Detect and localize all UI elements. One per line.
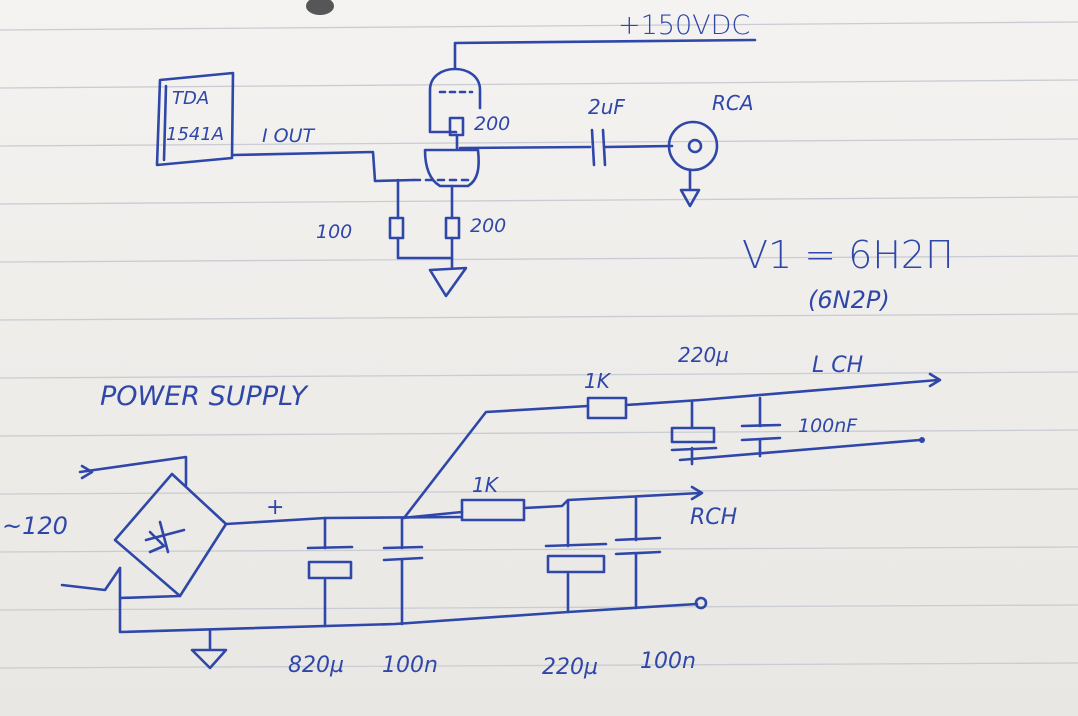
mains-label: ~120: [2, 512, 68, 540]
amplifier-stage: TDA 1541A I OUT +150VDC 200 2uF RCA: [155, 10, 954, 314]
cap-220-right-label: 220µ: [542, 655, 598, 680]
cap-220-right-plate-top: [544, 542, 608, 548]
plus-mark: +: [266, 495, 284, 520]
rca-connector-outer: [667, 120, 719, 172]
power-supply-title: POWER SUPPLY: [100, 381, 310, 412]
resistor-100: [388, 216, 405, 240]
mains-arrow-top: [80, 464, 94, 480]
tube-id-label: V1 = 6H2П: [742, 233, 954, 277]
left-channel-arrow: [928, 372, 942, 388]
cap-100nf-left-plate-top: [740, 423, 782, 428]
rca-label: RCA: [712, 91, 754, 115]
cap-to-rca-wire: [603, 144, 674, 149]
ic-output-label: I OUT: [262, 125, 316, 147]
rca-connector-inner: [687, 138, 703, 154]
resistor-1k-left: [586, 396, 628, 420]
lower-triode-envelope: [423, 148, 480, 188]
supply-wire: [453, 38, 757, 70]
cap-100nf-left-label: 100nF: [798, 415, 858, 437]
cap-220-right-body: [546, 554, 606, 574]
resistor-1k-right-label: 1K: [472, 473, 500, 497]
right-channel-rail: [522, 491, 702, 510]
cap-100nf-left-plate-bottom: [740, 436, 782, 442]
power-supply-section: POWER SUPPLY ~120 + 820µ 100n 1K L CH: [2, 343, 942, 680]
left-ground-terminal: [919, 437, 925, 443]
cap-100n-main-plate-top: [382, 545, 424, 550]
resistor-200-lower: [444, 216, 461, 240]
left-channel-rail: [624, 378, 940, 407]
stage-ground-symbol: [428, 266, 468, 298]
psu-ground-symbol: [190, 628, 228, 670]
resistor-100-label: 100: [316, 221, 352, 243]
resistor-1k-left-label: 1K: [584, 369, 612, 393]
right-channel-arrow: [690, 485, 704, 501]
supply-voltage-label: +150VDC: [618, 10, 750, 41]
coupling-cap-plate-left: [590, 128, 596, 167]
resistor-200-lower-label: 200: [470, 215, 506, 237]
cap-820-label: 820µ: [288, 653, 344, 678]
cap-100n-right-label: 100n: [640, 649, 696, 674]
resistor-200-upper-label: 200: [474, 113, 510, 135]
cap-820-body: [307, 560, 353, 580]
left-ground-rail: [678, 438, 922, 462]
right-ground-terminal: [694, 596, 708, 610]
upper-triode-envelope: [428, 67, 482, 134]
cap-220-left-label: 220µ: [678, 343, 729, 367]
bridge-rectifier: [113, 472, 228, 598]
mains-wire-top: [78, 455, 188, 487]
cap-220-left-body: [670, 426, 716, 444]
resistor-1k-right: [460, 498, 526, 522]
tube-equivalent-label: (6N2P): [808, 286, 890, 314]
rca-ground: [679, 168, 701, 208]
bridge-neg-wire: [118, 594, 182, 600]
cap-820-plate-top: [306, 545, 354, 550]
ic-name-label: TDA: [172, 88, 209, 109]
cap-100n-main-label: 100n: [382, 653, 438, 678]
cap-220-left-plate: [670, 446, 718, 452]
output-wire: [458, 145, 592, 150]
left-branch-wire: [402, 404, 590, 520]
right-channel-label: RCH: [690, 505, 737, 530]
grid-return-wire: [396, 236, 454, 260]
ground-rail: [118, 566, 699, 634]
mains-wire-bottom: [60, 566, 122, 592]
ruled-lines: [0, 21, 1078, 669]
ink-smudge: [306, 0, 334, 15]
cap-100n-right-plate-bottom: [614, 550, 662, 556]
cap-100n-main-plate-bottom: [382, 556, 424, 562]
rectifier-diode-icon: [144, 520, 186, 554]
coupling-cap-label: 2uF: [588, 95, 625, 119]
right-branch-wire: [400, 510, 464, 520]
ic-output-wire: [231, 150, 416, 183]
ic-part-label: 1541A: [166, 124, 224, 145]
cap-100n-right-plate-top: [614, 536, 662, 542]
dac-ic-symbol: [155, 71, 235, 167]
left-channel-label: L CH: [812, 353, 863, 378]
dc-positive-rail: [224, 515, 462, 526]
